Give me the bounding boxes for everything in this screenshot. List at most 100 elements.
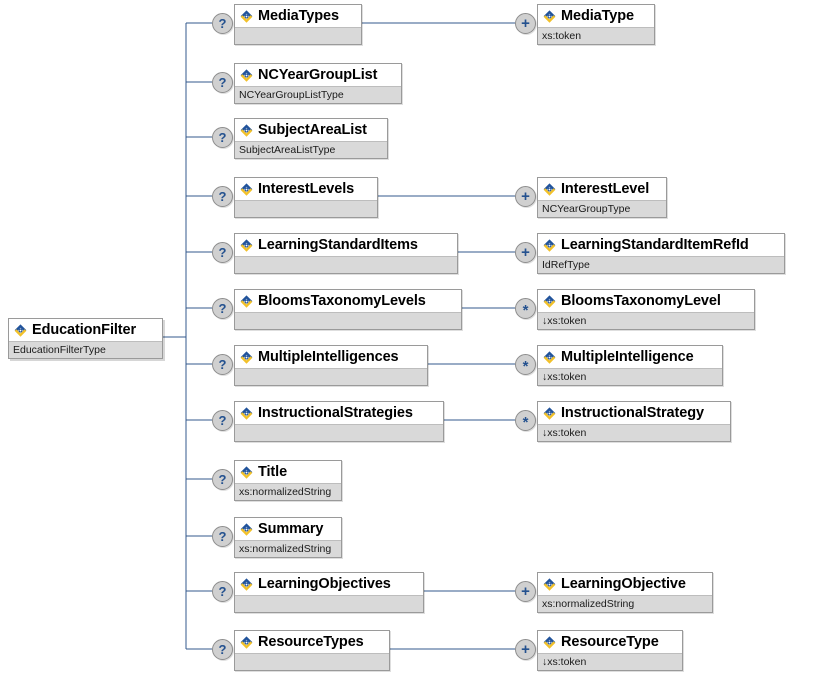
node-title-row: EducationFilter [9, 319, 162, 341]
node-title-row: LearningStandardItems [235, 234, 457, 256]
expand-marker-learningstandarditemrefid[interactable]: + [515, 242, 536, 263]
optional-marker-mediatypes[interactable]: ? [212, 13, 233, 34]
expand-marker-mediatype[interactable]: + [515, 13, 536, 34]
xml-element-icon [240, 9, 253, 23]
node-title-row: BloomsTaxonomyLevel [538, 290, 754, 312]
node-type-label [235, 368, 427, 385]
optional-marker-title[interactable]: ? [212, 469, 233, 490]
node-title-row: LearningObjective [538, 573, 712, 595]
node-name-label: MultipleIntelligences [258, 349, 399, 365]
node-name-label: Title [258, 464, 288, 480]
optional-marker-summary[interactable]: ? [212, 526, 233, 547]
optional-marker-bloomstaxonomylevels[interactable]: ? [212, 298, 233, 319]
node-title-row: MultipleIntelligences [235, 346, 427, 368]
node-title-row: Summary [235, 518, 341, 540]
node-type-label: xs:token [538, 27, 654, 44]
xml-element-icon [543, 635, 556, 649]
optional-marker-interestlevels[interactable]: ? [212, 186, 233, 207]
node-title-row: NCYearGroupList [235, 64, 401, 86]
optional-marker-learningobjectives[interactable]: ? [212, 581, 233, 602]
expand-marker-resourcetype[interactable]: + [515, 639, 536, 660]
optional-marker-ncyeargrouplist[interactable]: ? [212, 72, 233, 93]
node-name-label: LearningObjectives [258, 576, 391, 592]
node-type-label [235, 200, 377, 217]
node-name-label: LearningStandardItemRefId [561, 237, 749, 253]
optional-marker-resourcetypes[interactable]: ? [212, 639, 233, 660]
expand-marker-interestlevel[interactable]: + [515, 186, 536, 207]
node-type-label [235, 653, 389, 670]
node-type-label: ↓xs:token [538, 312, 754, 329]
child-node-multipleintelligences[interactable]: MultipleIntelligences [234, 345, 428, 386]
xml-element-icon [240, 182, 253, 196]
repeat-marker-multipleintelligence[interactable]: * [515, 354, 536, 375]
node-name-label: BloomsTaxonomyLevel [561, 293, 721, 309]
optional-marker-learningstandarditems[interactable]: ? [212, 242, 233, 263]
node-title-row: ResourceType [538, 631, 682, 653]
grandchild-node-mediatype[interactable]: MediaType xs:token [537, 4, 655, 45]
node-type-label: IdRefType [538, 256, 784, 273]
node-type-label [235, 256, 457, 273]
optional-marker-subjectarealist[interactable]: ? [212, 127, 233, 148]
xml-element-icon [543, 406, 556, 420]
node-name-label: InstructionalStrategy [561, 405, 704, 421]
node-type-label: xs:normalizedString [235, 483, 341, 500]
node-type-label: EducationFilterType [9, 341, 162, 358]
node-name-label: MultipleIntelligence [561, 349, 694, 365]
node-type-label [235, 595, 423, 612]
child-node-learningstandarditems[interactable]: LearningStandardItems [234, 233, 458, 274]
node-name-label: BloomsTaxonomyLevels [258, 293, 426, 309]
optional-marker-instructionalstrategies[interactable]: ? [212, 410, 233, 431]
node-name-label: NCYearGroupList [258, 67, 378, 83]
grandchild-node-bloomstaxonomylevel[interactable]: BloomsTaxonomyLevel ↓xs:token [537, 289, 755, 330]
grandchild-node-instructionalstrategy[interactable]: InstructionalStrategy↓xs:token [537, 401, 731, 442]
node-name-label: InterestLevels [258, 181, 355, 197]
optional-marker-multipleintelligences[interactable]: ? [212, 354, 233, 375]
child-node-learningobjectives[interactable]: LearningObjectives [234, 572, 424, 613]
xml-element-icon [543, 238, 556, 252]
child-node-title[interactable]: Title xs:normalizedString [234, 460, 342, 501]
expand-marker-learningobjective[interactable]: + [515, 581, 536, 602]
child-node-resourcetypes[interactable]: ResourceTypes [234, 630, 390, 671]
node-title-row: InterestLevels [235, 178, 377, 200]
xml-element-icon [543, 182, 556, 196]
node-name-label: SubjectAreaList [258, 122, 367, 138]
node-type-label: SubjectAreaListType [235, 141, 387, 158]
xml-element-icon [240, 68, 253, 82]
xml-element-icon [543, 294, 556, 308]
node-title-row: SubjectAreaList [235, 119, 387, 141]
node-name-label: MediaType [561, 8, 634, 24]
xml-element-icon [240, 238, 253, 252]
grandchild-node-multipleintelligence[interactable]: MultipleIntelligence ↓xs:token [537, 345, 723, 386]
child-node-mediatypes[interactable]: MediaTypes [234, 4, 362, 45]
node-type-label [235, 27, 361, 44]
repeat-marker-instructionalstrategy[interactable]: * [515, 410, 536, 431]
node-name-label: ResourceTypes [258, 634, 364, 650]
xml-element-icon [14, 323, 27, 337]
node-name-label: InterestLevel [561, 181, 650, 197]
xml-element-icon [240, 465, 253, 479]
repeat-marker-bloomstaxonomylevel[interactable]: * [515, 298, 536, 319]
xml-element-icon [240, 522, 253, 536]
node-name-label: InstructionalStrategies [258, 405, 413, 421]
node-type-label [235, 312, 461, 329]
node-type-label: ↓xs:token [538, 368, 722, 385]
xml-element-icon [240, 294, 253, 308]
child-node-bloomstaxonomylevels[interactable]: BloomsTaxonomyLevels [234, 289, 462, 330]
grandchild-node-resourcetype[interactable]: ResourceType↓xs:token [537, 630, 683, 671]
child-node-interestlevels[interactable]: InterestLevels [234, 177, 378, 218]
node-title-row: MediaTypes [235, 5, 361, 27]
node-type-label: NCYearGroupType [538, 200, 666, 217]
node-title-row: InterestLevel [538, 178, 666, 200]
node-title-row: MediaType [538, 5, 654, 27]
child-node-instructionalstrategies[interactable]: InstructionalStrategies [234, 401, 444, 442]
node-title-row: InstructionalStrategies [235, 402, 443, 424]
node-title-row: MultipleIntelligence [538, 346, 722, 368]
